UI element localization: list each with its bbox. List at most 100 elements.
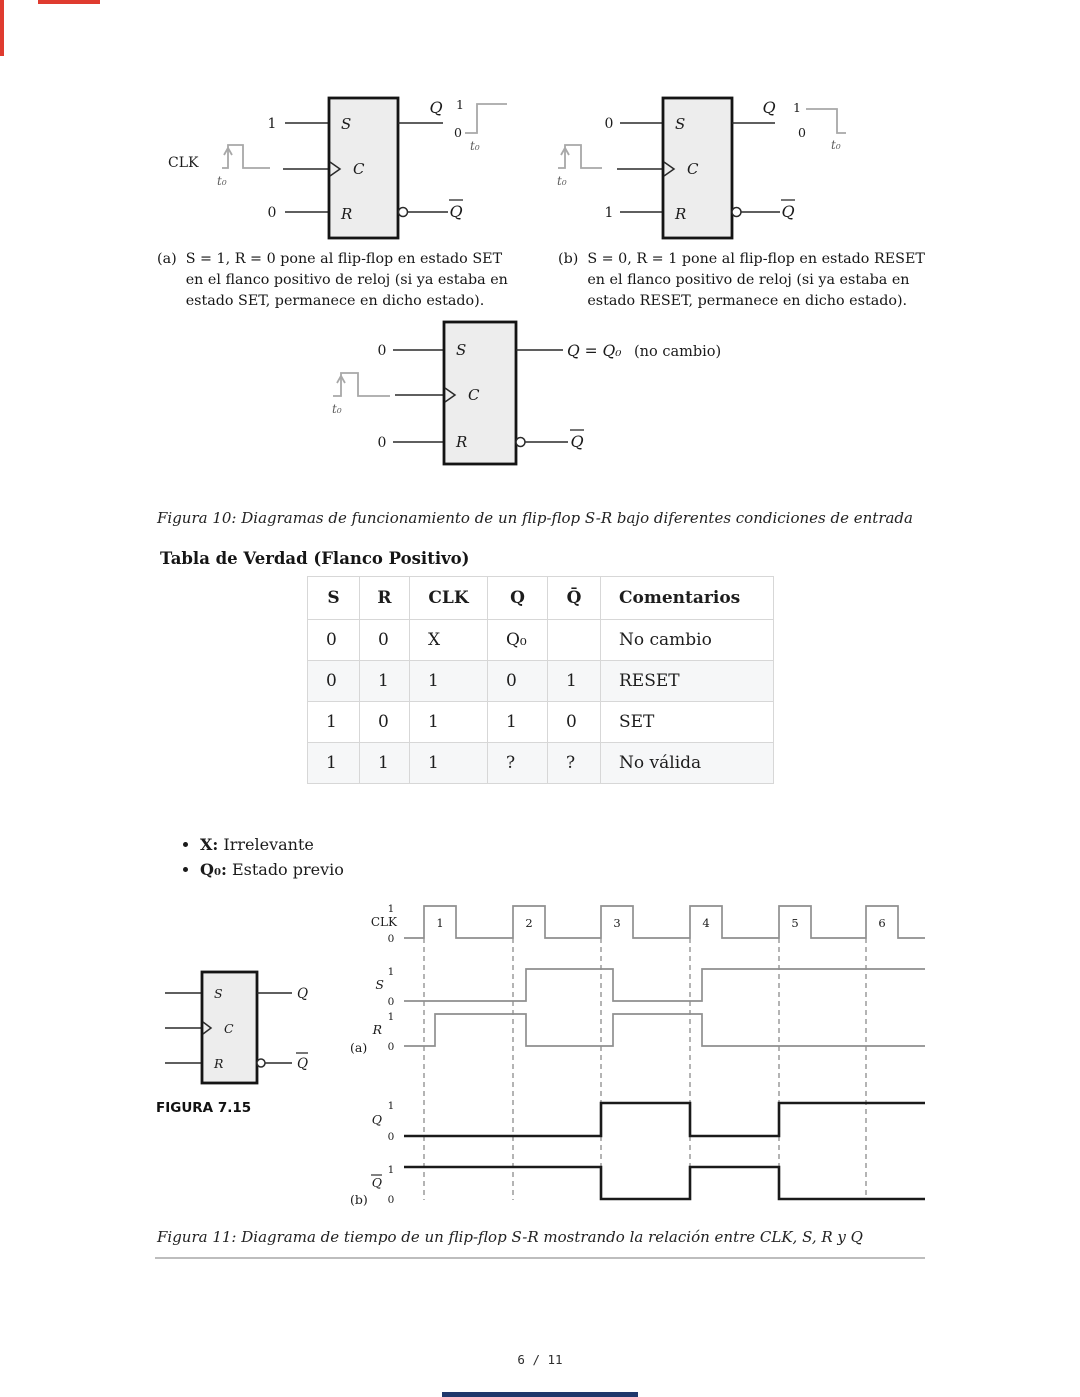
caption-a-text: S = 1, R = 0 pone al flip-flop en estado… [185, 251, 508, 310]
r-input-value: 1 [605, 205, 614, 221]
figure11-caption: Figura 11: Diagrama de tiempo de un flip… [157, 1228, 863, 1246]
clk-pulse-waveform [333, 372, 390, 397]
table-cell: 0 [359, 701, 410, 743]
figure10-caption: Figura 10: Diagramas de funcionamiento d… [157, 509, 913, 527]
wave-low-label: 0 [798, 125, 806, 140]
level-high-label: 1 [388, 903, 395, 915]
qbar-output-label: Q [570, 432, 583, 451]
table-cell: No válida [600, 742, 774, 784]
level-low-label: 0 [388, 933, 395, 945]
flipflop-diagram-b: t₀ 0 1 S C R Q 1 0 t₀ Q [557, 96, 846, 240]
s-input-value: 0 [378, 343, 387, 359]
pin-s: S [341, 115, 351, 133]
q-no-change-note: (no cambio) [634, 344, 721, 360]
caption-a-tag: (a) [157, 251, 177, 267]
legend-item: Q₀: Estado previo [200, 857, 344, 882]
table-header-row: S R CLK Q Q̄ Comentarios [307, 576, 774, 620]
level-low-label: 0 [388, 996, 395, 1008]
clk-pulse-number: 4 [702, 916, 709, 930]
table-header-cell: Comentarios [600, 576, 774, 620]
flipflop-box [442, 320, 518, 466]
table-cell: No cambio [600, 619, 774, 661]
pin-c: C [468, 386, 480, 404]
qbar-output-label: Q [781, 202, 794, 221]
wave-high-label: 1 [456, 97, 464, 112]
table-header-cell: Q̄ [547, 576, 601, 620]
inverter-bubble [515, 436, 526, 448]
flipflop-box [661, 96, 734, 240]
table-cell: 0 [307, 660, 360, 702]
flipflop-symbol: S C R Q Q [165, 970, 308, 1085]
table-cell: 1 [359, 742, 410, 784]
q-step-waveform [465, 103, 507, 134]
clk-pulse-waveform [558, 144, 602, 169]
legend-item: X: Irrelevante [200, 832, 344, 857]
s-row-label: S [375, 977, 384, 992]
level-high-label: 1 [388, 1100, 395, 1112]
level-high-label: 1 [388, 1164, 395, 1176]
table-cell: SET [600, 701, 774, 743]
q-output-label: Q [429, 98, 442, 117]
pin-s: S [214, 986, 223, 1001]
qbar-output-label: Q [449, 202, 462, 221]
caption-b-tag: (b) [558, 251, 579, 267]
truth-table-title: Tabla de Verdad (Flanco Positivo) [160, 549, 470, 568]
flipflop-diagram-a: CLK t₀ 1 0 S C R Q 1 0 t₀ Q [168, 96, 507, 240]
clk-waveform [404, 905, 925, 939]
table-cell: 0 [307, 619, 360, 661]
r-input-value: 0 [268, 205, 277, 221]
inverter-bubble [256, 1058, 266, 1068]
table-header-cell: CLK [409, 576, 488, 620]
qbar-waveform [404, 1165, 925, 1201]
level-high-label: 1 [388, 1011, 395, 1023]
r-waveform [404, 1013, 925, 1047]
figura-7-15-label: FIGURA 7.15 [156, 1100, 252, 1116]
inverter-bubble [731, 206, 742, 218]
pin-s: S [675, 115, 685, 133]
table-cell: 1 [409, 660, 488, 702]
table-header-cell: S [307, 576, 360, 620]
table-cell: 0 [359, 619, 410, 661]
table-cell: 1 [359, 660, 410, 702]
pin-r: R [674, 205, 686, 223]
left-edge-red-mark [0, 0, 4, 56]
legend-desc: Irrelevante [223, 835, 314, 854]
pin-c: C [353, 160, 365, 178]
clk-pulse-number: 2 [525, 916, 532, 930]
flipflop-diagram-c: 0 t₀ 0 S C R Q = Q₀ (no cambio) Q [332, 320, 721, 466]
legend-term: Q₀: [200, 860, 227, 880]
clk-pulse-number: 1 [436, 916, 443, 930]
legend-desc: Estado previo [231, 860, 344, 880]
t0-label: t₀ [557, 174, 567, 188]
clock-edge-triangle [202, 1021, 213, 1035]
table-cell: ? [547, 742, 601, 784]
table-cell: 1 [307, 701, 360, 743]
flipflop-box [327, 96, 400, 240]
timing-tag-a: (a) [350, 1040, 367, 1055]
caption-b: (b) S = 0, R = 1 pone al flip-flop en es… [558, 249, 948, 312]
table-row: 0 0 X Q₀ No cambio [307, 619, 774, 661]
inverter-bubble [397, 206, 409, 218]
table-cell [547, 619, 601, 661]
qbar-output-label: Q [297, 1056, 308, 1072]
clock-edge-triangle [329, 161, 342, 177]
table-cell: X [409, 619, 488, 661]
q-output-label: Q [297, 986, 308, 1002]
qbar-row-label: Q [372, 1175, 382, 1190]
q-output-label: Q [762, 98, 775, 117]
table-cell: RESET [600, 660, 774, 702]
t0-label: t₀ [332, 402, 342, 416]
clk-pulse-number: 3 [613, 916, 620, 930]
wave-t0-label: t₀ [470, 139, 480, 153]
wave-high-label: 1 [793, 100, 801, 115]
s-waveform [404, 968, 925, 1002]
level-low-label: 0 [388, 1194, 395, 1206]
pin-r: R [340, 205, 352, 223]
top-edge-red-mark [38, 0, 100, 4]
clock-edge-triangle [444, 387, 457, 403]
table-cell: 1 [409, 701, 488, 743]
clk-pulse-number: 5 [791, 916, 798, 930]
table-cell: 0 [487, 660, 548, 702]
q-equals-label: Q = Q₀ [567, 342, 622, 360]
